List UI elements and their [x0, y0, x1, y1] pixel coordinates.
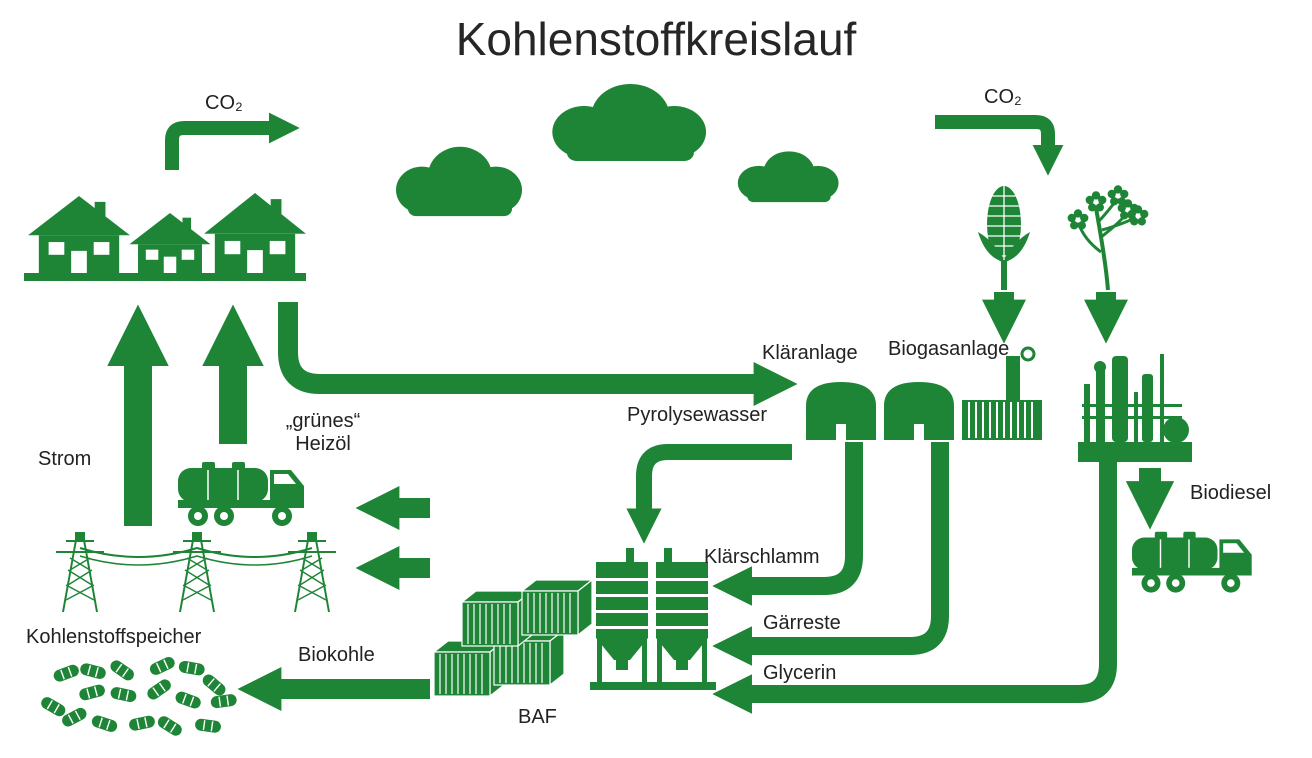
- pyrolysewasser-arrow: [626, 444, 792, 544]
- tanker-truck-heizoel-icon: [177, 461, 305, 527]
- silo-pipe-icon: [626, 548, 634, 564]
- klaerschlamm-arrow: [712, 442, 863, 606]
- pyrolysewasser-label: Pyrolysewasser: [627, 404, 768, 426]
- biodiesel-label: Biodiesel: [1190, 482, 1272, 504]
- rapeseed-plant-icon: [1067, 185, 1149, 291]
- co2-left-label: CO₂: [205, 92, 243, 114]
- houses-ground-line: [24, 273, 306, 281]
- co2-right-arrow: [935, 115, 1064, 176]
- baf-label: BAF: [518, 706, 557, 728]
- glycerin-arrow: [712, 462, 1117, 714]
- silo-base-line: [590, 682, 716, 690]
- clouds-icon: [396, 84, 839, 217]
- houses-icon: [24, 193, 306, 281]
- silo-pipe-icon: [664, 548, 672, 564]
- diagram-title: Kohlenstoffkreislauf: [455, 13, 857, 65]
- sewage-treatment-plant-icon: [806, 382, 954, 440]
- cloud-middle-icon: [552, 84, 707, 161]
- gaerreste-arrow: [712, 442, 949, 666]
- heizoel-label: „grünes“ Heizöl: [285, 410, 361, 455]
- smoke-icon: [1020, 346, 1036, 362]
- biogas-plant-icon: [962, 346, 1042, 440]
- power-lines-icon: [56, 532, 336, 613]
- strom-label: Strom: [38, 448, 92, 470]
- houses-to-klaeranlage-arrow: [278, 302, 798, 407]
- cloud-left-icon: [396, 146, 522, 217]
- gaerreste-label: Gärreste: [763, 612, 841, 634]
- biokohle-label: Biokohle: [298, 644, 375, 666]
- tanker-truck-biodiesel-icon: [1131, 531, 1253, 594]
- corn-plant-icon: [978, 186, 1030, 290]
- klaerschlamm-label: Klärschlamm: [704, 546, 820, 568]
- kohlenstoffspeicher-label: Kohlenstoffspeicher: [26, 626, 202, 648]
- glycerin-label: Glycerin: [763, 662, 837, 684]
- silos-icon: [590, 548, 716, 690]
- co2-right-label: CO₂: [984, 86, 1022, 108]
- cloud-right-icon: [737, 151, 839, 203]
- carbon-pellets-icon: [38, 654, 239, 739]
- refinery-icon: [1078, 354, 1192, 462]
- klaeranlage-label: Kläranlage: [762, 342, 858, 364]
- biogasanlage-label: Biogasanlage: [888, 338, 1010, 360]
- shipping-containers-icon: [433, 579, 593, 697]
- co2-left-arrow: [165, 112, 300, 170]
